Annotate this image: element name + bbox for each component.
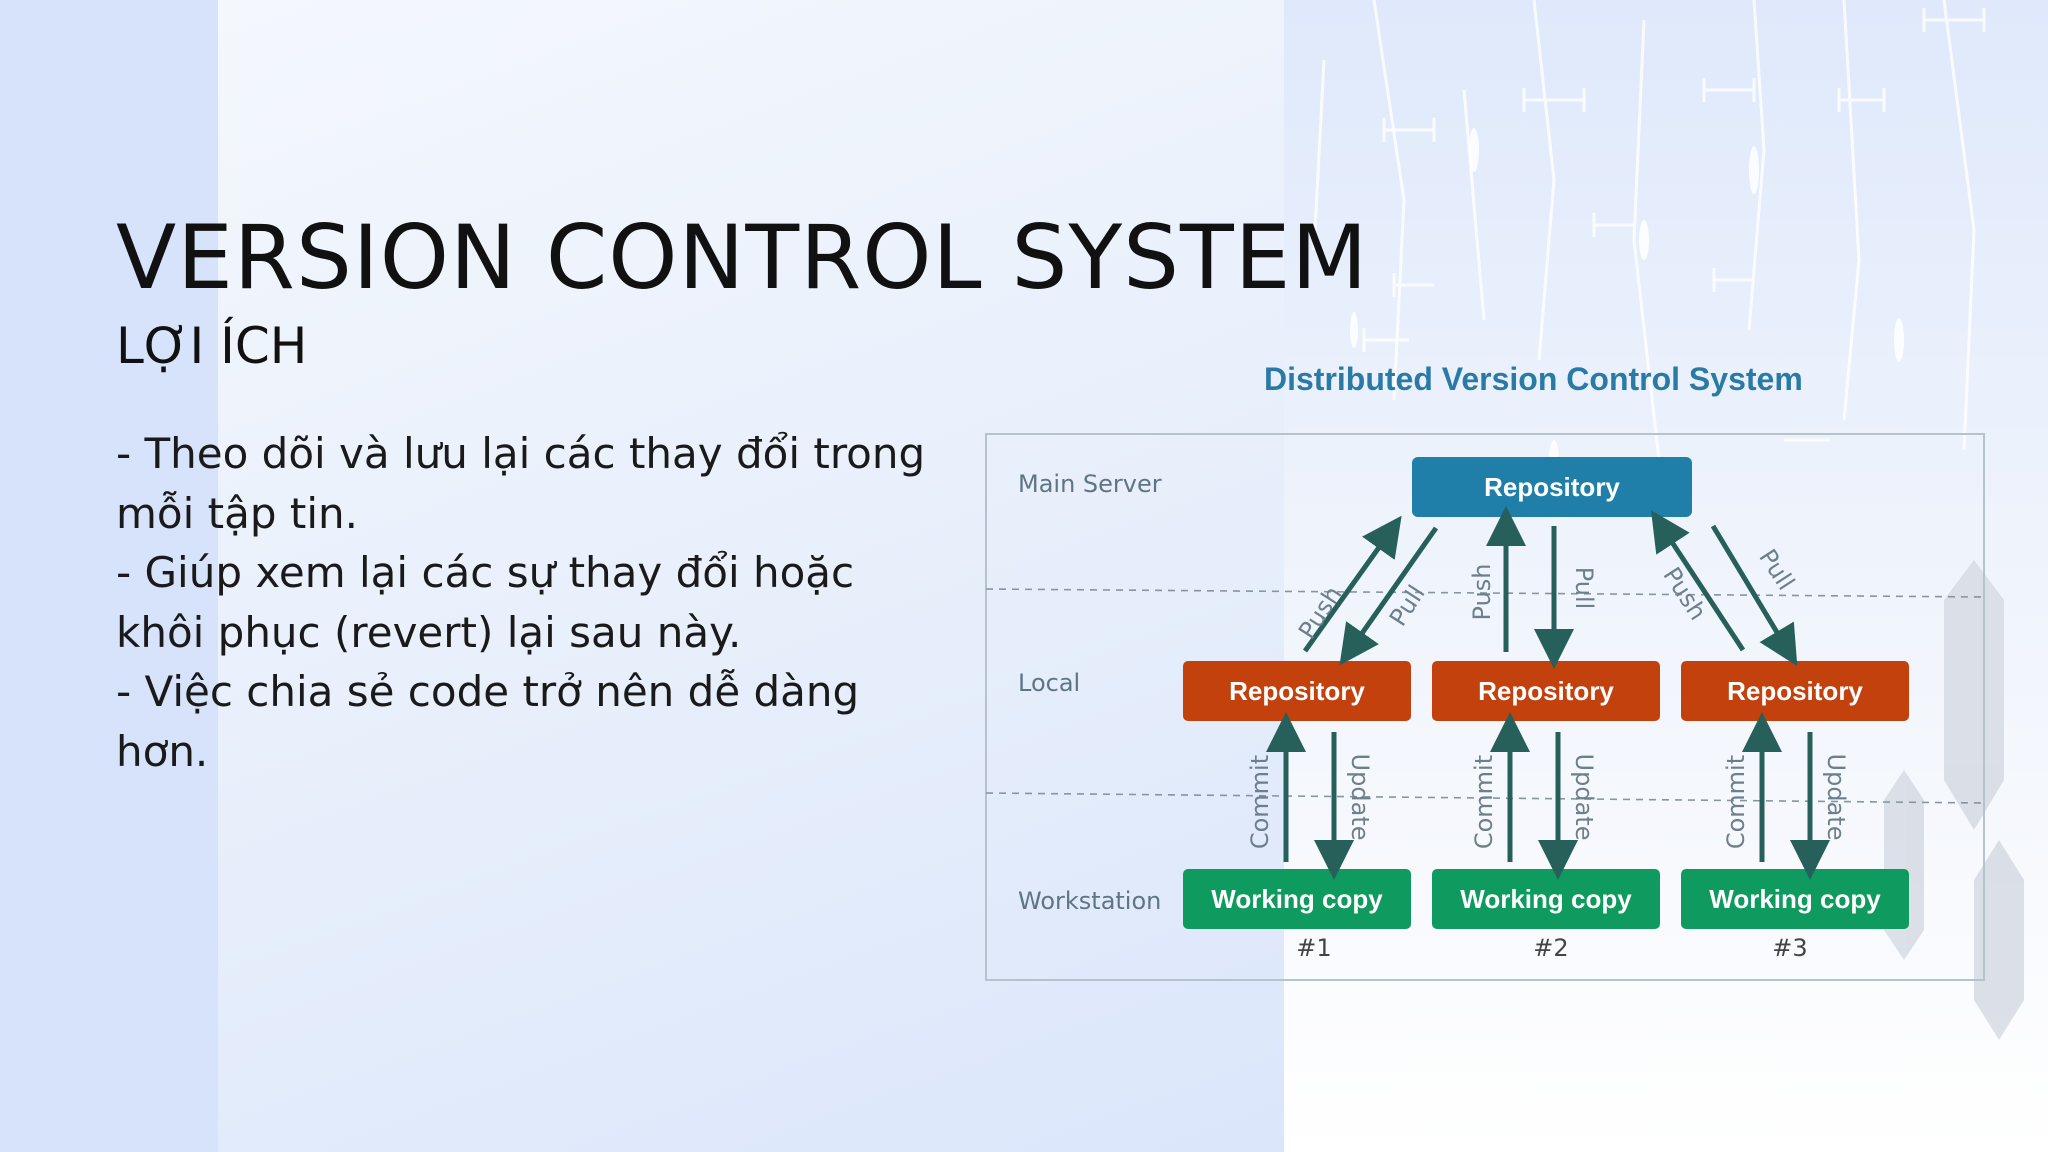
pull-label: Pull: [1570, 567, 1598, 610]
row-label-workstation: Workstation: [1018, 887, 1161, 915]
working-copy-label: Working copy: [1709, 884, 1881, 914]
local-repository-label: Repository: [1727, 676, 1863, 706]
working-copy-label: Working copy: [1211, 884, 1383, 914]
working-copy-3: [1681, 869, 1909, 929]
pull-arrow: [1339, 526, 1439, 666]
working-copy-1: [1183, 869, 1411, 929]
bullet-list: - Theo dõi và lưu lại các thay đổi trong…: [116, 424, 946, 781]
push-arrow: [1302, 515, 1402, 653]
server-repository-label: Repository: [1484, 472, 1620, 502]
copy-number: #3: [1772, 934, 1807, 962]
local-repository-label: Repository: [1478, 676, 1614, 706]
row-label-server: Main Server: [1018, 470, 1162, 498]
divider-line: [985, 588, 1985, 598]
copy-number: #2: [1533, 934, 1568, 962]
update-label: Update: [1570, 754, 1598, 841]
local-repository-label: Repository: [1229, 676, 1365, 706]
commit-label: Commit: [1246, 755, 1274, 849]
row-label-local: Local: [1018, 669, 1080, 697]
working-copy-2: [1432, 869, 1660, 929]
push-label: Push: [1293, 581, 1348, 644]
diagram-frame: [985, 433, 1985, 981]
local-repository-3: [1681, 661, 1909, 721]
push-label: Push: [1468, 564, 1496, 621]
main-panel-bg: [218, 0, 1284, 1152]
diagram-title: Distributed Version Control System: [1264, 361, 1803, 397]
divider-line: [985, 792, 1985, 804]
working-copy-label: Working copy: [1460, 884, 1632, 914]
circuit-decoration: [1312, 0, 2024, 1040]
right-panel-bg: [1284, 0, 2048, 1152]
slide-title: VERSION CONTROL SYSTEM: [116, 206, 1369, 309]
server-repository: [1412, 457, 1692, 517]
local-repository-1: [1183, 661, 1411, 721]
bullet-item: - Giúp xem lại các sự thay đổi hoặc khôi…: [116, 548, 855, 657]
bullet-item: - Việc chia sẻ code trở nên dễ dàng hơn.: [116, 667, 860, 776]
left-panel-bg: [0, 0, 218, 1152]
update-label: Update: [1822, 754, 1850, 841]
dvcs-diagram: Distributed Version Control System Main …: [985, 361, 1985, 981]
update-label: Update: [1346, 754, 1374, 841]
bullet-item: - Theo dõi và lưu lại các thay đổi trong…: [116, 429, 926, 538]
pull-arrow: [1710, 524, 1798, 667]
copy-number: #1: [1296, 934, 1331, 962]
pull-label: Pull: [1753, 544, 1800, 595]
commit-label: Commit: [1470, 755, 1498, 849]
commit-label: Commit: [1722, 755, 1750, 849]
push-arrow: [1651, 510, 1746, 652]
slide-subtitle: LỢI ÍCH: [116, 317, 308, 375]
local-repository-2: [1432, 661, 1660, 721]
